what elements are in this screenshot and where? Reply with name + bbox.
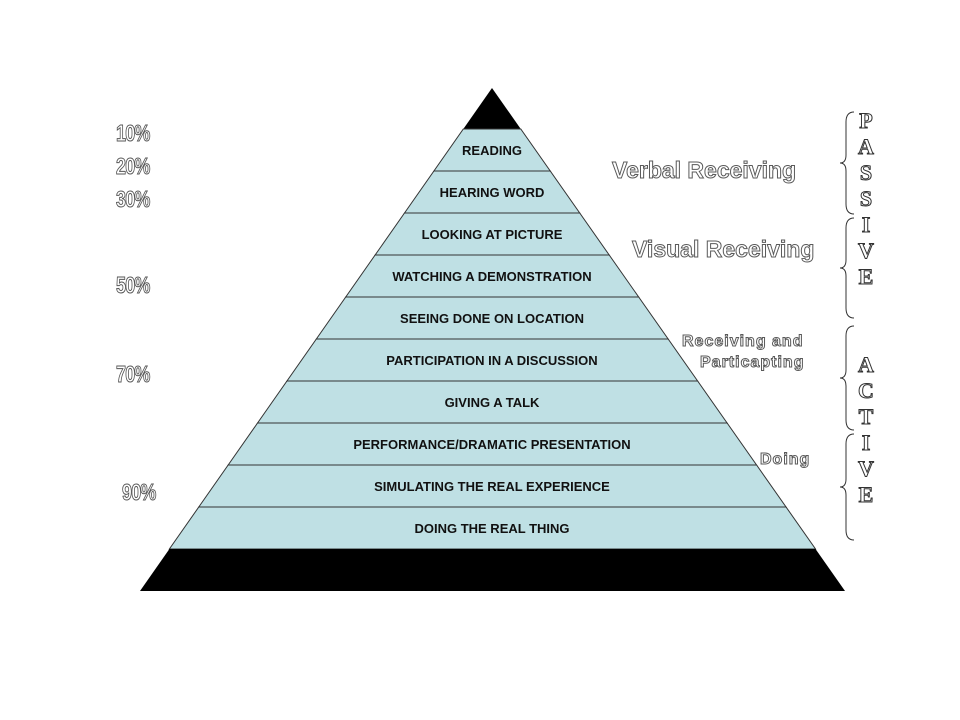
doing-brace xyxy=(839,433,855,541)
pyramid-level-label: SEEING DONE ON LOCATION xyxy=(400,311,584,326)
pyramid-level-label: PERFORMANCE/DRAMATIC PRESENTATION xyxy=(353,437,630,452)
active-letter: V xyxy=(858,456,875,482)
verbal-brace xyxy=(839,111,855,215)
passive-letter: V xyxy=(858,238,875,264)
passive-letter: E xyxy=(858,264,874,290)
pyramid-level-label: SIMULATING THE REAL EXPERIENCE xyxy=(374,479,610,494)
passive-letter: P xyxy=(859,108,873,134)
brackets xyxy=(839,111,855,541)
percent-label: 90% xyxy=(122,479,157,506)
pyramid-level-label: DOING THE REAL THING xyxy=(414,521,569,536)
active-label: A C T I V E xyxy=(851,352,881,508)
pyramid-level-label: GIVING A TALK xyxy=(445,395,540,410)
passive-letter: A xyxy=(858,134,875,160)
doing-label: Doing xyxy=(759,451,811,468)
pyramid-level-label: LOOKING AT PICTURE xyxy=(422,227,563,242)
passive-label: P A S S I V E xyxy=(851,108,881,290)
pyramid-apex xyxy=(463,88,521,129)
passive-letter: S xyxy=(859,160,873,186)
visual-brace xyxy=(839,217,855,319)
pyramid-level-label: PARTICIPATION IN A DISCUSSION xyxy=(386,353,597,368)
active-letter: C xyxy=(858,378,875,404)
active-letter: T xyxy=(858,404,874,430)
active-letter: A xyxy=(858,352,875,378)
active-letter: E xyxy=(858,482,874,508)
receiving-brace xyxy=(839,325,855,431)
pyramid-base xyxy=(140,549,845,591)
receiving-participating-label-line2: Particapting xyxy=(699,354,805,371)
percent-label: 30% xyxy=(116,186,151,213)
visual-receiving-label: Visual Receiving xyxy=(631,236,815,262)
percent-label: 50% xyxy=(116,272,151,299)
active-letter: I xyxy=(861,430,871,456)
percent-label: 10% xyxy=(116,120,151,147)
pyramid-level-label: READING xyxy=(462,143,522,158)
pyramid-level-label: HEARING WORD xyxy=(440,185,545,200)
pyramid-level-label: WATCHING A DEMONSTRATION xyxy=(392,269,591,284)
verbal-receiving-label: Verbal Receiving xyxy=(611,157,797,183)
passive-letter: I xyxy=(861,212,871,238)
pyramid: READING HEARING WORD LOOKING AT PICTURE WAT… xyxy=(140,88,845,591)
percent-label: 20% xyxy=(116,153,151,180)
passive-letter: S xyxy=(859,186,873,212)
percent-label: 70% xyxy=(116,361,151,388)
receiving-participating-label-line1: Receiving and xyxy=(681,333,804,350)
